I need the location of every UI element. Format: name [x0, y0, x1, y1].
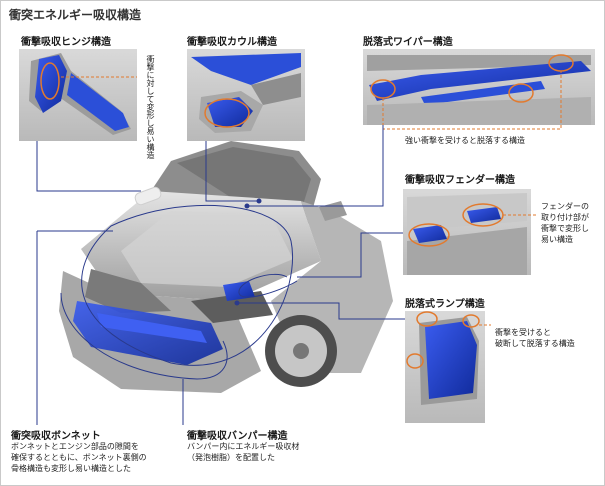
- note-fender-line-2: 取り付け部が: [541, 213, 589, 222]
- note-bonnet: ボンネットとエンジン部品の隙間を 確保するとともに、ボンネット裏側の 骨格構造も…: [11, 441, 147, 474]
- callout-lines: [36, 125, 405, 425]
- label-bumper: 衝撃吸収バンパー構造: [187, 431, 288, 442]
- label-lamp: 脱落式ランプ構造: [405, 299, 485, 310]
- label-hinge: 衝撃吸収ヒンジ構造: [21, 37, 111, 48]
- note-fender-line-4: 易い構造: [541, 235, 573, 244]
- fender-outline: [238, 273, 298, 298]
- label-fender: 衝撃吸収フェンダー構造: [405, 175, 515, 186]
- note-lamp: 衝撃を受けると 破断して脱落する構造: [495, 327, 575, 349]
- page-title: 衝突エネルギー吸収構造: [9, 8, 142, 22]
- note-bonnet-line-1: ボンネットとエンジン部品の隙間を: [11, 442, 139, 451]
- note-fender-line-1: フェンダーの: [541, 202, 589, 211]
- note-bumper-line-1: バンパー内にエネルギー吸収材: [187, 442, 300, 451]
- note-lamp-line-1: 衝撃を受けると: [495, 328, 551, 337]
- callout-line-lamp: [237, 302, 405, 320]
- callout-line-cowl: [205, 141, 259, 202]
- car-illustration: [59, 141, 393, 393]
- label-cowl: 衝撃吸収カウル構造: [187, 37, 277, 48]
- lamp-inset-photo: [405, 311, 491, 423]
- bonnet-outline: [81, 205, 293, 366]
- cowl-inset-photo: [187, 49, 305, 141]
- hinge-inset-photo: [19, 49, 137, 141]
- note-cowl: 衝撃に対して変形し易い構造: [146, 55, 155, 159]
- callout-line-fender: [297, 232, 403, 278]
- wiper-inset-photo: [363, 49, 595, 130]
- callout-line-hinge: [36, 141, 141, 192]
- note-bumper: バンパー内にエネルギー吸収材 （発泡樹脂）を配置した: [187, 441, 299, 463]
- bumper-outline: [60, 292, 228, 380]
- note-bonnet-line-2: 確保するとともに、ボンネット裏側の: [11, 453, 147, 462]
- note-fender: フェンダーの 取り付け部が 衝撃で変形し 易い構造: [541, 201, 589, 245]
- note-bumper-line-2: （発泡樹脂）を配置した: [187, 453, 275, 462]
- note-bonnet-line-3: 骨格構造も変形し易い構造とした: [11, 464, 131, 473]
- callout-line-wiper: [247, 125, 384, 207]
- note-lamp-line-2: 破断して脱落する構造: [495, 339, 575, 348]
- label-bonnet: 衝突吸収ボンネット: [11, 431, 101, 442]
- note-fender-line-3: 衝撃で変形し: [541, 224, 589, 233]
- note-wiper: 強い衝撃を受けると脱落する構造: [405, 136, 525, 145]
- fender-inset-photo: [403, 189, 537, 275]
- label-wiper: 脱落式ワイパー構造: [363, 37, 453, 48]
